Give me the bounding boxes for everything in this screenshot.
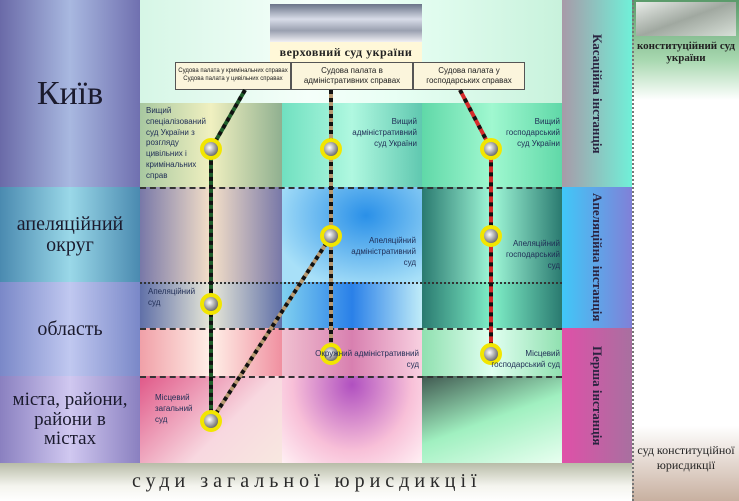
commercial-line-dash <box>458 89 493 354</box>
node-appeal-commercial[interactable] <box>480 225 502 247</box>
label-appeal-admin: Апеляційний адміністративний суд <box>351 236 416 267</box>
cell <box>282 282 422 328</box>
node-appeal-admin[interactable] <box>320 225 342 247</box>
constitutional-title: конституційний суд україни <box>636 40 736 65</box>
chamber-civil-label: Судова палата у цивільних справах <box>183 76 283 82</box>
admin-general-line <box>209 234 333 423</box>
node-appeal-general[interactable] <box>200 293 222 315</box>
node-local-general[interactable] <box>200 410 222 432</box>
level-cities: міста, райони, райони в містах <box>0 376 140 463</box>
cell <box>282 328 422 376</box>
chamber-criminal-civil[interactable]: Судова палата у кримінальних справах Суд… <box>175 62 291 90</box>
chamber-criminal-label: Судова палата у кримінальних справах <box>178 68 288 75</box>
constitutional-panel <box>632 0 739 501</box>
supreme-court-title: верховний суд україни <box>270 42 422 62</box>
instance-cassation: Касаційна інстанція <box>562 0 632 187</box>
chamber-admin[interactable]: Судова палата в адміністративних справах <box>291 62 413 90</box>
label-appeal-commercial: Апеляційний господарський суд <box>506 239 560 270</box>
node-higher-commercial[interactable] <box>480 138 502 160</box>
level-appeal-district: апеляційний округ <box>0 187 140 282</box>
divider <box>140 328 562 330</box>
cell <box>282 376 422 463</box>
level-kyiv: Київ <box>36 74 104 112</box>
label-local-commercial: Місцевий господарський суд <box>491 349 560 369</box>
label-higher-admin: Вищий адміністративний суд України <box>352 117 417 148</box>
general-jurisdiction-bar: суди загальної юрисдикції <box>0 463 632 501</box>
node-local-commercial[interactable] <box>480 343 502 365</box>
instance-appeal-label: Апеляційна інстанція <box>590 193 605 322</box>
constitutional-footer: суд конституційної юрисдикції <box>637 443 735 472</box>
commercial-line <box>458 89 493 354</box>
chamber-commercial[interactable]: Судова палата у господарських справах <box>413 62 525 90</box>
cell <box>282 103 422 187</box>
label-higher-civil-criminal: Вищий спеціалізований суд України з розг… <box>146 106 207 180</box>
general-line-dash <box>209 89 247 421</box>
instance-appeal: Апеляційна інстанція <box>562 187 632 328</box>
chamber-admin-label: Судова палата в адміністративних справах <box>303 65 401 85</box>
label-higher-commercial: Вищий господарський суд України <box>506 117 560 148</box>
level-oblast: область <box>0 282 140 376</box>
cell <box>282 187 422 282</box>
divider <box>140 376 562 378</box>
node-higher-admin[interactable] <box>320 138 342 160</box>
divider <box>140 187 562 189</box>
divider <box>140 282 562 284</box>
label-district-admin: Окружний адміністративний суд <box>315 349 419 369</box>
supreme-court-building-image <box>270 4 422 42</box>
node-district-admin[interactable] <box>320 343 342 365</box>
cell <box>422 376 562 463</box>
constitutional-building-image <box>636 2 736 36</box>
instance-first-label: Перша інстанція <box>590 345 605 446</box>
instance-first: Перша інстанція <box>562 328 632 463</box>
node-higher-civil-criminal[interactable] <box>200 138 222 160</box>
instance-cassation-label: Касаційна інстанція <box>590 33 605 154</box>
label-appeal-general: Апеляційний суд <box>148 287 196 307</box>
label-local-general: Місцевий загальний суд <box>155 393 193 424</box>
chamber-commercial-label: Судова палата у господарських справах <box>426 65 512 85</box>
